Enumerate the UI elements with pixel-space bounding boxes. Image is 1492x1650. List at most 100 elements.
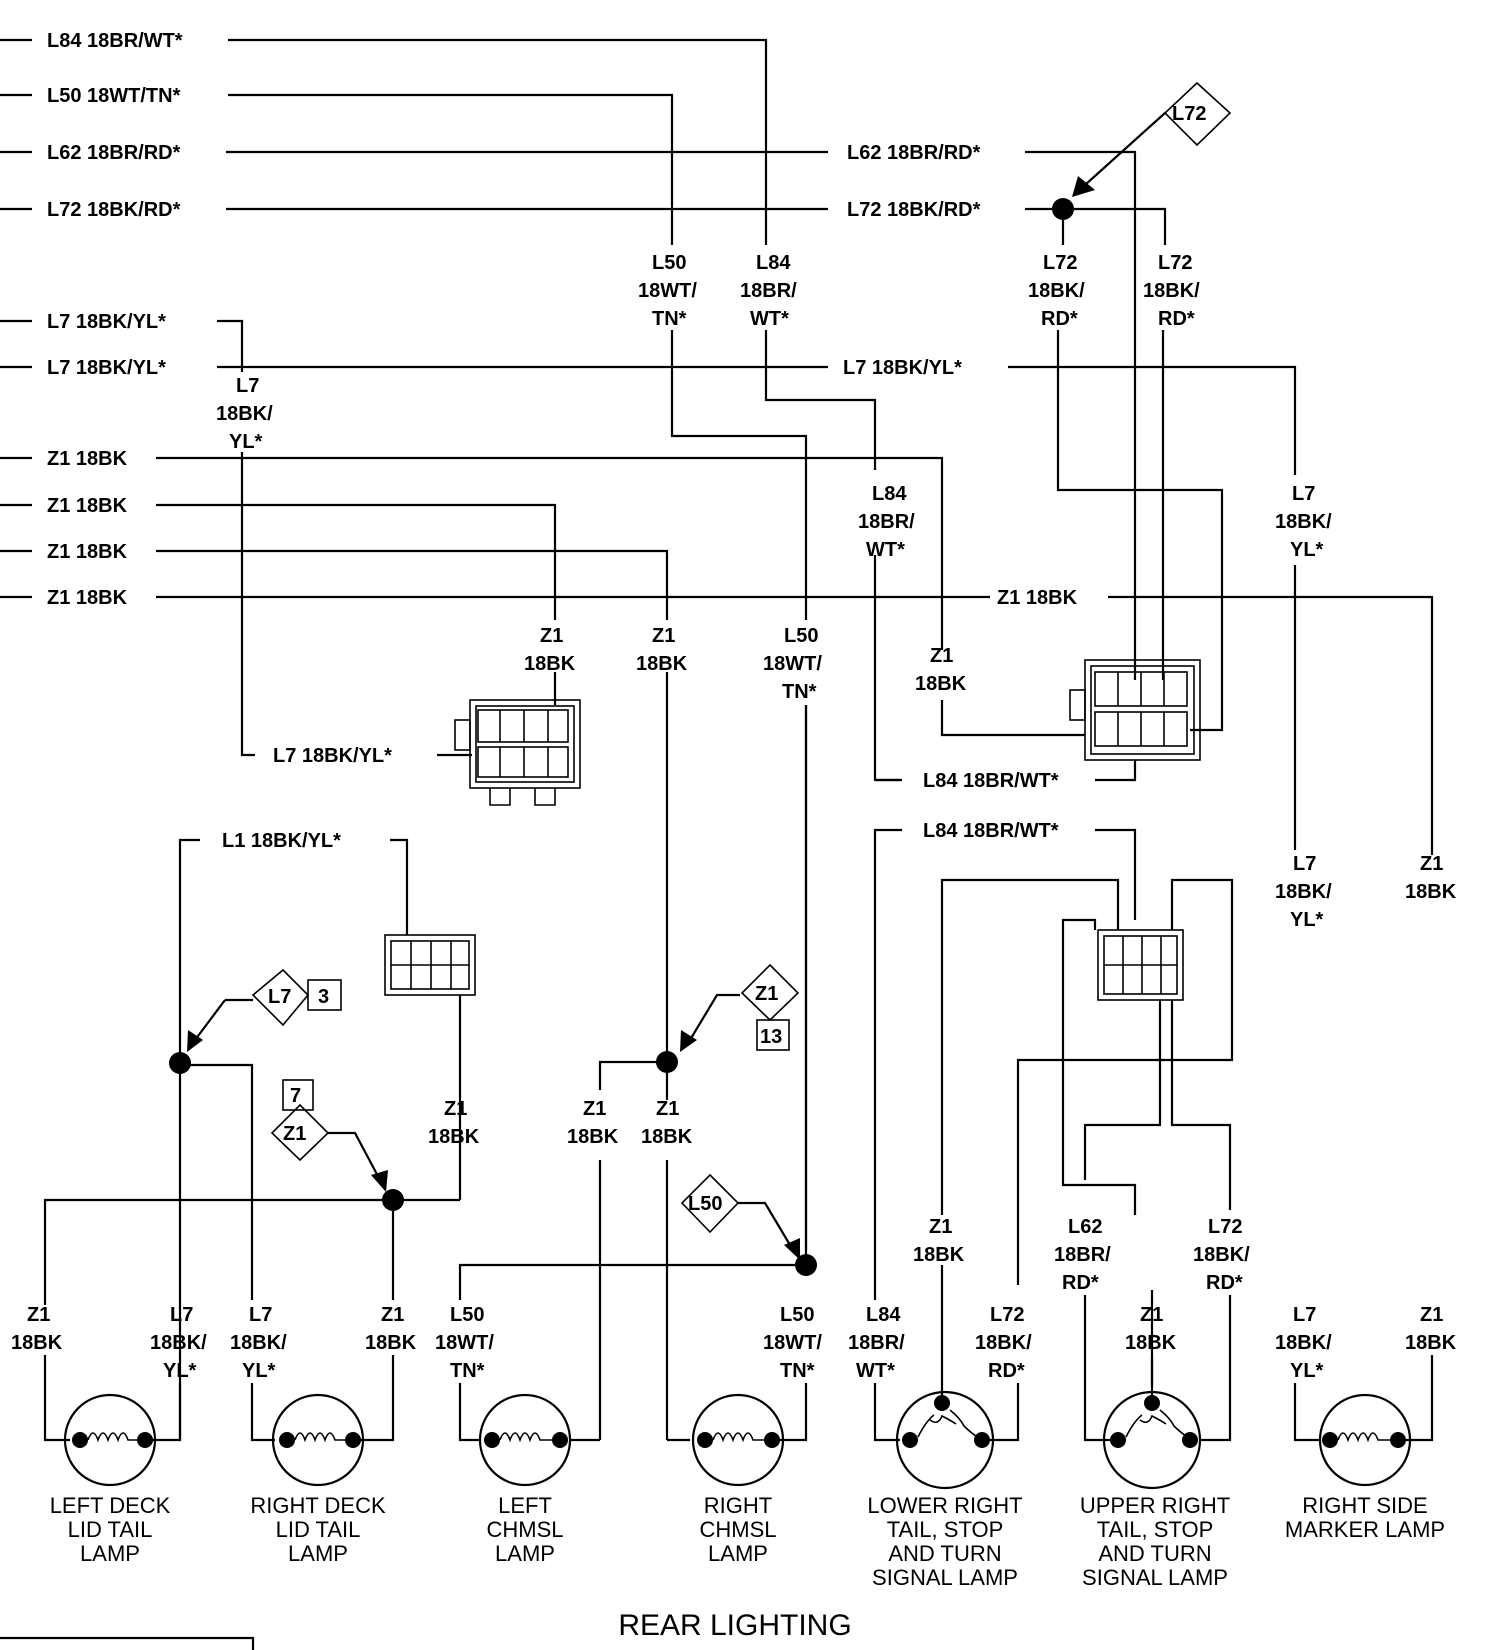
- svg-text:18BK: 18BK: [636, 653, 688, 675]
- label-z1-mid-right: Z1 18BK: [915, 645, 967, 695]
- svg-text:Z1: Z1: [27, 1304, 50, 1326]
- lamp-name-upper-right: UPPER RIGHT TAIL, STOP AND TURN SIGNAL L…: [1080, 1493, 1230, 1590]
- svg-text:RIGHT: RIGHT: [704, 1493, 772, 1518]
- svg-text:CHMSL: CHMSL: [486, 1517, 563, 1542]
- svg-text:LAMP: LAMP: [495, 1541, 555, 1566]
- label-z1-conn-b: Z1 18BK: [636, 625, 688, 675]
- svg-text:L72: L72: [1043, 252, 1077, 274]
- wire-label-z1-d: Z1 18BK: [47, 587, 128, 609]
- wire-label-l84-conn-a: L84 18BR/WT*: [923, 770, 1059, 792]
- svg-text:YL*: YL*: [229, 431, 263, 453]
- stacked-labels: L50 18WT/ TN* L84 18BR/ WT* L72 18BK/ RD…: [216, 252, 1457, 1294]
- svg-text:RD*: RD*: [1206, 1272, 1243, 1294]
- left-wire-bundle: L84 18BR/WT* L50 18WT/TN* L62 18BR/RD* L…: [0, 30, 1434, 855]
- wire-label-l84-conn-b: L84 18BR/WT*: [923, 820, 1059, 842]
- wire-label-l72: L72 18BK/RD*: [47, 199, 181, 221]
- svg-text:L84: L84: [872, 483, 907, 505]
- splice-z1-mid: Z1 13: [598, 672, 800, 1100]
- svg-text:3: 3: [318, 986, 329, 1008]
- svg-text:7: 7: [290, 1085, 301, 1107]
- svg-text:18BK: 18BK: [524, 653, 576, 675]
- label-l50-top: L50 18WT/ TN*: [638, 252, 697, 330]
- svg-text:RD*: RD*: [1158, 308, 1195, 330]
- svg-text:13: 13: [760, 1026, 782, 1048]
- wire-label-z1-right: Z1 18BK: [997, 587, 1078, 609]
- svg-text:RD*: RD*: [1062, 1272, 1099, 1294]
- svg-text:L7: L7: [1293, 1304, 1316, 1326]
- wire-label-l62: L62 18BR/RD*: [47, 142, 181, 164]
- svg-text:L72: L72: [1158, 252, 1192, 274]
- lamp-icon-right-deck: [271, 1393, 365, 1487]
- svg-text:MARKER LAMP: MARKER LAMP: [1285, 1517, 1445, 1542]
- lamp-icon-lower-right-tail: [895, 1390, 995, 1490]
- svg-text:UPPER RIGHT: UPPER RIGHT: [1080, 1493, 1230, 1518]
- svg-text:RD*: RD*: [988, 1360, 1025, 1382]
- svg-text:LAMP: LAMP: [80, 1541, 140, 1566]
- svg-text:Z1: Z1: [583, 1098, 606, 1120]
- lamp-name-right-chmsl: RIGHT CHMSL LAMP: [699, 1493, 776, 1566]
- wire-label-l72-right: L72 18BK/RD*: [847, 199, 981, 221]
- svg-text:L84: L84: [756, 252, 791, 274]
- svg-text:18BK/: 18BK/: [1143, 280, 1200, 302]
- svg-text:Z1: Z1: [1420, 1304, 1443, 1326]
- lamp-name-lower-right: LOWER RIGHT TAIL, STOP AND TURN SIGNAL L…: [867, 1493, 1022, 1590]
- svg-text:18WT/: 18WT/: [638, 280, 697, 302]
- label-l72-lower: L72 18BK/ RD*: [1193, 1216, 1250, 1294]
- splice-dot-l72: [1052, 198, 1074, 220]
- wire-label-l7-right: L7 18BK/YL*: [843, 357, 962, 379]
- label-l72-a: L72 18BK/ RD*: [1028, 252, 1085, 330]
- svg-text:18BK/: 18BK/: [150, 1332, 207, 1354]
- svg-text:LEFT DECK: LEFT DECK: [50, 1493, 171, 1518]
- svg-text:Z1: Z1: [656, 1098, 679, 1120]
- svg-text:18BK/: 18BK/: [1275, 511, 1332, 533]
- svg-text:SIGNAL LAMP: SIGNAL LAMP: [1082, 1565, 1228, 1590]
- svg-text:18BK/: 18BK/: [1193, 1244, 1250, 1266]
- svg-text:TN*: TN*: [652, 308, 687, 330]
- wire-label-l7-conn: L7 18BK/YL*: [273, 745, 392, 767]
- label-z1-lower-right: Z1 18BK: [913, 1216, 965, 1266]
- connector-lower-left: [384, 934, 476, 996]
- svg-text:Z1: Z1: [381, 1304, 404, 1326]
- wire-label-l7-upper: L7 18BK/YL*: [47, 311, 166, 333]
- svg-text:L7: L7: [1292, 483, 1315, 505]
- svg-text:LAMP: LAMP: [708, 1541, 768, 1566]
- wire-label-z1-a: Z1 18BK: [47, 448, 128, 470]
- svg-text:18BK/: 18BK/: [230, 1332, 287, 1354]
- svg-text:Z1: Z1: [540, 625, 563, 647]
- wire-label-l7-lower: L7 18BK/YL*: [47, 357, 166, 379]
- right-lower-wiring: [940, 878, 1234, 1385]
- svg-text:Z1: Z1: [755, 983, 778, 1005]
- svg-text:Z1: Z1: [929, 1216, 952, 1238]
- svg-text:18BR/: 18BR/: [1054, 1244, 1111, 1266]
- label-l84-top: L84 18BR/ WT*: [740, 252, 797, 330]
- svg-text:LOWER RIGHT: LOWER RIGHT: [867, 1493, 1022, 1518]
- label-z1-mid-c: Z1 18BK: [567, 1098, 619, 1148]
- lamp-icon-left-chmsl: [478, 1393, 572, 1487]
- svg-text:L62: L62: [1068, 1216, 1102, 1238]
- svg-text:18BR/: 18BR/: [858, 511, 915, 533]
- svg-text:L50: L50: [652, 252, 686, 274]
- svg-text:CHMSL: CHMSL: [699, 1517, 776, 1542]
- svg-text:Z1: Z1: [283, 1123, 306, 1145]
- lamp-name-left-deck: LEFT DECK LID TAIL LAMP: [50, 1493, 171, 1566]
- svg-text:18BK: 18BK: [11, 1332, 63, 1354]
- wire-label-l1: L1 18BK/YL*: [222, 830, 341, 852]
- svg-text:YL*: YL*: [1290, 1360, 1324, 1382]
- connector-right: [1069, 659, 1201, 761]
- splice-l50: L50: [458, 705, 817, 1440]
- wire-label-z1-b: Z1 18BK: [47, 495, 128, 517]
- svg-text:Z1: Z1: [652, 625, 675, 647]
- svg-text:Z1: Z1: [930, 645, 953, 667]
- svg-text:LAMP: LAMP: [288, 1541, 348, 1566]
- wire-l1: L1 18BK/YL*: [178, 830, 462, 1200]
- label-l50-mid: L50 18WT/ TN*: [763, 625, 822, 703]
- svg-text:18BK: 18BK: [641, 1126, 693, 1148]
- label-z1-left-c: Z1 18BK: [428, 1098, 480, 1148]
- svg-text:TAIL, STOP: TAIL, STOP: [1097, 1517, 1214, 1542]
- svg-text:L50: L50: [784, 625, 818, 647]
- svg-text:RIGHT SIDE: RIGHT SIDE: [1302, 1493, 1428, 1518]
